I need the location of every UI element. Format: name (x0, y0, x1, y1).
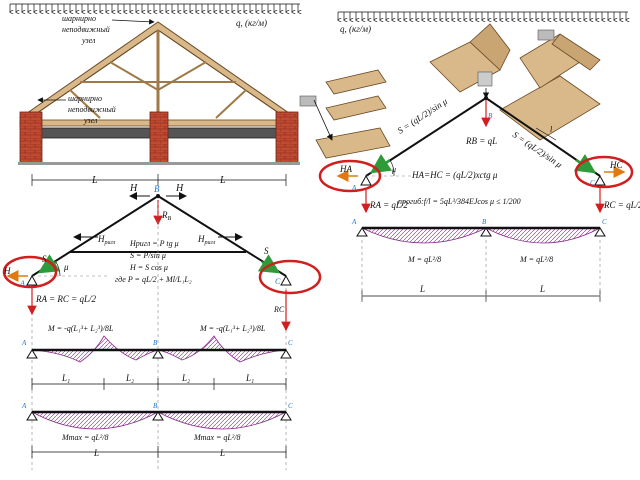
node-c-right: C (590, 179, 595, 187)
label-hrig-right: Hригл (197, 234, 216, 246)
right-truss (318, 96, 634, 214)
hinge-movable-label: шарнирно неподвижный узел (37, 94, 116, 125)
node-b-label: B (154, 184, 160, 194)
svg-text:L: L (93, 448, 99, 458)
moment-diagram-simple (26, 410, 292, 430)
label-rc: RC (273, 305, 285, 314)
dimension-row-l1l2: L₁ L₂ L₂ L₁ (31, 373, 287, 390)
mu-right: μ (391, 165, 396, 174)
left-formulas: Hригл = P tg μ S = P/sin μ H = S cos μ г… (115, 239, 192, 284)
mmax-formula-left: Mmax = qL²/8 (61, 433, 108, 442)
label-h-right: H (175, 183, 184, 194)
rb-formula: RB = qL (465, 136, 497, 146)
label-h-left: H (129, 183, 138, 194)
svg-text:где P = qL/2 + Ml/L₁L₂: где P = qL/2 + Ml/L₁L₂ (115, 275, 192, 284)
svg-text:H = S cos μ: H = S cos μ (129, 263, 168, 272)
node-c-m1: C (288, 339, 293, 347)
load-arrows-right (338, 11, 628, 20)
moment-formula-right: M = -q(L₁³+ L₂³)/8L (199, 324, 266, 333)
svg-text:L: L (219, 448, 225, 458)
svg-text:L: L (539, 284, 545, 294)
node-c-rm: C (602, 218, 607, 226)
svg-text:неподвижный: неподвижный (62, 25, 110, 34)
left-scheme (2, 192, 322, 470)
load-label-right: q, (кг/м) (340, 24, 371, 34)
svg-text:узел: узел (81, 36, 96, 45)
l-label: l (550, 125, 553, 134)
ra-rc-formula: RA = RC = qL/2 (35, 294, 96, 304)
svg-text:L: L (419, 284, 425, 294)
dimension-bottom-right: L L (361, 240, 601, 302)
node-a-m1: A (21, 339, 27, 347)
dimension-bottom-left: L L (31, 446, 287, 458)
svg-text:L₁: L₁ (61, 373, 70, 383)
svg-text:L: L (219, 175, 226, 186)
svg-text:неподвижный: неподвижный (68, 105, 116, 114)
dimension-top: L L (31, 174, 287, 186)
label-s-right: S (264, 246, 269, 256)
node-a-label: A (19, 279, 25, 288)
hc-label: HC (609, 160, 623, 170)
svg-text:узел: узел (83, 116, 98, 125)
node-b-right: B (488, 112, 493, 120)
svg-text:L₂: L₂ (181, 373, 190, 383)
ha-hc-formula: HA=HC = (qL/2)xctg μ (411, 170, 498, 180)
label-h-far-left: H (3, 266, 11, 276)
label-rb: RB (161, 210, 172, 222)
node-c-m2: C (288, 402, 293, 410)
node-b-m2: B (153, 402, 158, 410)
mmax-formula-right: Mmax = qL²/8 (193, 433, 240, 442)
svg-text:L: L (91, 175, 98, 186)
load-arrows-left (10, 3, 300, 12)
node-a-m2: A (21, 402, 27, 410)
s-formula-left: S = (qL/2)/sin μ (396, 96, 450, 136)
load-label-left: q, (кг/м) (236, 18, 267, 28)
ra-formula: RA = qL/2 (369, 200, 408, 210)
label-hrig-left: Hригл (97, 234, 116, 246)
moment-diagram-continuous (26, 335, 292, 363)
node-a-rm: A (351, 218, 357, 226)
label-s-left: S (42, 254, 47, 264)
moment-diagram-right (356, 226, 606, 244)
node-b-m1: B (153, 339, 158, 347)
svg-text:L₂: L₂ (125, 373, 134, 383)
svg-text:шарнирно: шарнирно (68, 94, 102, 103)
svg-text:шарнирно: шарнирно (62, 14, 96, 23)
svg-text:L₁: L₁ (245, 373, 254, 383)
ha-label: HA (339, 164, 352, 174)
node-c-label: C (275, 277, 281, 286)
label-mu-left: μ (63, 262, 69, 272)
node-b-rm: B (482, 218, 487, 226)
moment-right-right: M = qL²/8 (519, 255, 553, 264)
timber-illustrations (299, 23, 601, 159)
node-a-right: A (351, 184, 357, 192)
svg-text:Hригл = P tg μ: Hригл = P tg μ (129, 239, 179, 248)
moment-right-left: M = qL²/8 (407, 255, 441, 264)
hinge-fixed-label: шарнирно неподвижный узел (62, 14, 155, 45)
rc-formula: RC = qL/2 (603, 200, 640, 210)
moment-formula-left: M = -q(L₁³+ L₂³)/8L (47, 324, 114, 333)
deflection-formula: прогиб:f/l = 5qL³/384EJcos μ ≤ 1/200 (398, 197, 521, 206)
roof-illustration (18, 21, 300, 165)
svg-text:S = P/sin μ: S = P/sin μ (130, 251, 166, 260)
